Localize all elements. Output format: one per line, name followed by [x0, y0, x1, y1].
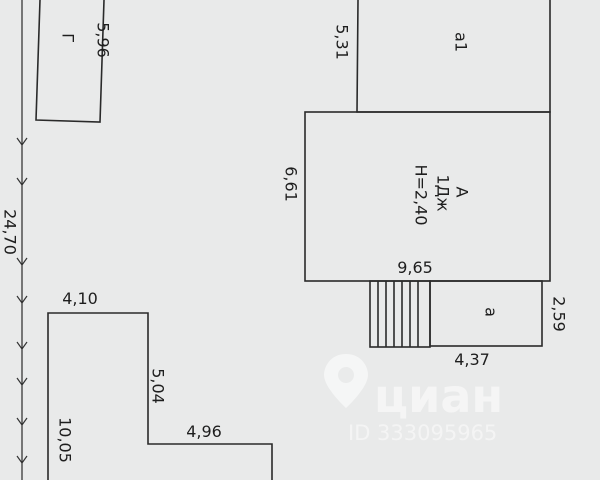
label-dim-4-10: 4,10 [62, 289, 98, 308]
label-dim-4-37: 4,37 [454, 350, 490, 369]
boundary-line [16, 0, 28, 480]
label-room-a: А [453, 187, 472, 198]
label-room-g: Г [59, 33, 78, 43]
label-dim-2-59: 2,59 [550, 296, 569, 332]
label-dim-5-04: 5,04 [149, 368, 168, 404]
label-dim-4-96: 4,96 [186, 422, 222, 441]
label-dim-5-96: 5,96 [94, 22, 113, 58]
label-floor-code: 1Дж [434, 174, 453, 211]
label-room-a1: а1 [452, 32, 471, 52]
room-a1-outline [356, 0, 551, 113]
stairs [369, 280, 431, 348]
label-dim-6-61: 6,61 [282, 166, 301, 202]
label-height: Н=2,40 [412, 164, 431, 225]
lower-building-outline [47, 312, 273, 480]
room-g-outline [35, 0, 105, 123]
label-dim-10-05: 10,05 [56, 417, 75, 463]
watermark-brand: циан [374, 369, 503, 423]
watermark: циан ID 333095965 [324, 354, 503, 445]
label-dim-24-70: 24,70 [1, 209, 20, 255]
watermark-id: ID 333095965 [348, 421, 497, 445]
label-dim-5-31: 5,31 [333, 24, 352, 60]
label-room-a-small: а [482, 307, 501, 317]
location-pin-icon [324, 354, 368, 408]
label-dim-9-65: 9,65 [397, 258, 433, 277]
